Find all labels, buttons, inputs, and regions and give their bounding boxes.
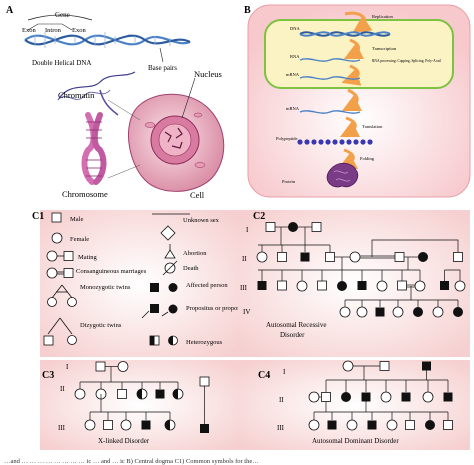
cell: Nucleus Cell xyxy=(107,69,225,200)
panel-c4: C4 I II III xyxy=(238,360,470,450)
monozygotic-label: Monozygotic twins xyxy=(80,284,131,291)
chromosome: Chromosome xyxy=(62,112,108,199)
footer-caption: …and … … … … … … … … ic … and … ic B) Ce… xyxy=(4,458,259,465)
base-pairs-label: Base pairs xyxy=(148,64,177,72)
panel-c3-letter: C3 xyxy=(42,370,54,381)
dna-label: DNA xyxy=(290,26,300,31)
protein-label: Protein xyxy=(282,179,296,184)
mating-label: Mating xyxy=(78,254,98,261)
panel-c3-bg xyxy=(40,360,240,450)
folding-label: Folding xyxy=(360,156,375,161)
heterozygous-label: Heterozygous xyxy=(186,339,223,346)
translation-label: Translation xyxy=(362,124,383,129)
monozygotic-symbol xyxy=(47,284,77,307)
panel-c2-bg xyxy=(238,210,470,357)
affected-label: Affected person xyxy=(186,282,228,289)
abortion-label: Abortion xyxy=(183,250,207,257)
c2-caption: Autosomal Recessive xyxy=(266,321,326,329)
double-helix-label: Double Helical DNA xyxy=(32,59,91,67)
c3-gen-2: II xyxy=(60,385,65,393)
c4-caption: Autosomal Dominant Disorder xyxy=(312,437,399,445)
c2-caption-line2-span: Disorder xyxy=(280,331,305,339)
gene-label: Gene xyxy=(55,11,70,19)
mrna-label-1: mRNA xyxy=(286,72,300,77)
rna-processing-label: RNA processing: Capping, Splicing, Poly-… xyxy=(372,59,441,64)
c2-caption-line1: Autosomal Recessive xyxy=(266,321,326,329)
c2-gen-4: IV xyxy=(243,308,250,316)
c2-gen-3: III xyxy=(240,284,248,292)
heterozygous-symbol xyxy=(149,335,178,346)
unknown-sex-label: Unknown sex xyxy=(183,217,220,224)
panel-c4-letter: C4 xyxy=(258,370,270,381)
panel-a: A Gene Exon Intron Exon Double Helical D… xyxy=(6,5,225,200)
death-label: Death xyxy=(183,265,199,272)
panel-c2: C2 I II III IV xyxy=(238,210,470,357)
proband-label: Propositus or proposita xyxy=(186,305,246,312)
cell-label: Cell xyxy=(190,190,205,200)
mating-symbol xyxy=(46,250,74,262)
rna-label: RNA xyxy=(290,54,300,59)
panel-c1: C1 Male Female Mating Consanguineous mar… xyxy=(32,210,246,357)
c4-gen-3: III xyxy=(277,424,285,432)
replication-label: Replication xyxy=(372,14,393,19)
panel-c4-bg xyxy=(238,360,470,450)
dizygotic-label: Dizygotic twins xyxy=(80,322,122,329)
c3-gen-1: I xyxy=(66,363,69,371)
c4-gen-1: I xyxy=(283,368,286,376)
panel-b-letter: B xyxy=(244,5,251,16)
panel-a-letter: A xyxy=(6,5,14,16)
panel-b: B DNA Replication Transcription RNA RNA … xyxy=(244,4,471,198)
consanguineous-label: Consanguineous marriages xyxy=(76,268,147,275)
proband-symbol xyxy=(141,304,178,319)
female-symbol xyxy=(51,232,63,244)
female-label: Female xyxy=(70,236,89,243)
exon-label-1: Exon xyxy=(22,27,36,34)
panel-c1-letter: C1 xyxy=(32,211,44,222)
male-label: Male xyxy=(70,216,83,223)
panel-c3: C3 I II III xyxy=(40,360,240,450)
dizygotic-symbol xyxy=(43,317,77,346)
polypeptide-label: Polypeptide xyxy=(276,136,298,141)
folded-protein xyxy=(326,162,359,188)
c3-caption: X-linked Disorder xyxy=(98,437,150,445)
double-helix-dna: Double Helical DNA Base pairs xyxy=(24,32,191,72)
intron-label: Intron xyxy=(45,27,62,34)
nucleus-label: Nucleus xyxy=(194,69,222,79)
consanguineous-symbol xyxy=(46,267,74,279)
panel-c1-bg xyxy=(40,210,240,357)
chromatin: Chromatin xyxy=(57,71,136,116)
chromosome-label: Chromosome xyxy=(62,189,108,199)
exon-label-2: Exon xyxy=(72,27,86,34)
c2-caption-line2: Disorder xyxy=(280,331,305,339)
chromatin-label: Chromatin xyxy=(58,90,95,100)
abortion-symbol xyxy=(164,244,176,259)
c2-gen-1: I xyxy=(246,226,249,234)
transcription-label: Transcription xyxy=(372,46,397,51)
polypeptide-chain xyxy=(297,139,373,145)
panel-c2-letter: C2 xyxy=(253,211,265,222)
c4-gen-2: II xyxy=(279,396,284,404)
male-symbol xyxy=(51,212,62,223)
gene-bracket: Gene Exon Intron Exon xyxy=(22,11,93,34)
c2-gen-2: II xyxy=(242,255,247,263)
mrna-label-2: mRNA xyxy=(286,106,300,111)
unknown-sex-symbol xyxy=(152,213,190,241)
affected-symbol xyxy=(150,283,178,292)
death-symbol xyxy=(162,260,178,276)
c3-gen-3: III xyxy=(58,424,66,432)
